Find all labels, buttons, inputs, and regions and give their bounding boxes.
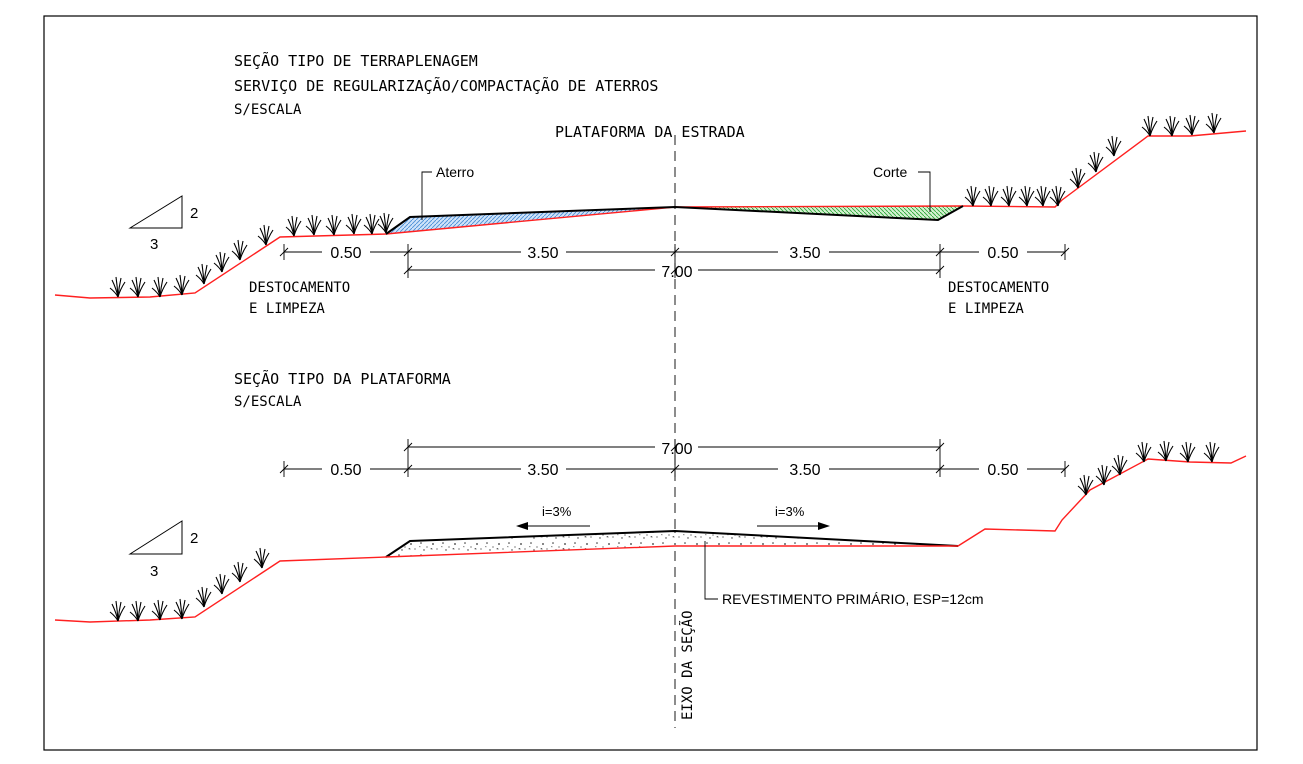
grass-tuft-icon [109,276,126,298]
section-1-title: SEÇÃO TIPO DE TERRAPLENAGEM [234,51,478,70]
grass-tuft-icon [1111,454,1128,476]
grass-tuft-icon [1069,167,1086,189]
drawing-frame [43,15,1258,751]
grass-tuft-icon [1135,441,1152,463]
fill-leader [421,171,432,220]
grass-tuft-icon [213,251,230,273]
crossfall-right-label: i=3% [775,504,805,519]
grass-tuft-icon [1095,464,1112,486]
grass-tuft-icon [1205,112,1222,134]
dim-1-left-lane: 3.50 [527,245,558,262]
grass-tuft-icon [1203,441,1220,463]
cut-leader [918,171,931,212]
ground-line-1 [54,130,1247,299]
grass-tuft-icon [1183,114,1200,136]
grass-tuft-icon [231,561,248,583]
grass-tuft-icon [1163,115,1180,137]
dim-1-total: 7.00 [661,264,692,281]
grass-tuft-icon [285,215,302,237]
platform-label: PLATAFORMA DA ESTRADA [555,123,745,141]
grass-tuft-icon [1000,185,1017,207]
section-1-terraplenagem: SEÇÃO TIPO DE TERRAPLENAGEM SERVIÇO DE R… [54,51,1247,317]
pavement-leader [704,541,718,600]
right-note-line1: DESTOCAMENTO [948,280,1049,296]
grass-tuft-icon [1034,185,1051,207]
grass-tuft-icon [195,586,212,608]
fill-label: Aterro [436,164,474,180]
dimension-row-1 [279,244,1070,278]
cut-area [675,206,963,220]
right-note-line2: E LIMPEZA [948,301,1024,317]
left-note-line1: DESTOCAMENTO [249,280,350,296]
dim-1-left-shoulder: 0.50 [330,245,361,262]
crossfall-right: i=3% [757,504,830,530]
grass-tuft-icon [151,599,168,621]
cut-label: Corte [873,164,907,180]
section-2-title: SEÇÃO TIPO DA PLATAFORMA [234,369,451,388]
grass-tuft-icon [195,263,212,285]
grass-tuft-icon [257,224,274,246]
dim-2-total: 7.00 [661,441,692,458]
grass-tuft-icon [305,214,322,236]
grass-tuft-icon [109,600,126,622]
grass-tuft-icon [1018,185,1035,207]
arrow-left-icon [516,522,528,530]
slope-vertical-1: 2 [190,205,198,222]
section-1-scale: S/ESCALA [234,102,302,118]
grass-tuft-icon [1087,151,1104,173]
grass-tuft-icon [129,600,146,622]
axis-label: EIXO DA SEÇÃO [679,610,696,720]
grass-tuft-icon [325,214,342,236]
grass-tuft-icon [1105,135,1122,157]
grass-tuft-icon [213,573,230,595]
crossfall-left: i=3% [516,504,590,530]
ground-line-2 [54,455,1247,623]
dimension-row-2 [279,439,1070,477]
grass-tuft-icon [1141,115,1158,137]
slope-horizontal-1: 3 [150,236,158,253]
grass-tuft-icon [363,213,380,235]
dim-1-right-lane: 3.50 [789,245,820,262]
dim-1-right-shoulder: 0.50 [987,245,1018,262]
slope-horizontal-2: 3 [150,563,158,580]
grass-tuft-icon [1049,185,1066,207]
grass-tuft-icon [173,598,190,620]
arrow-right-icon [818,522,830,530]
section-2-plataforma: SEÇÃO TIPO DA PLATAFORMA S/ESCALA 7. [54,369,1247,720]
grass-tuft-icon [1157,440,1174,462]
dim-2-right-shoulder: 0.50 [987,462,1018,479]
platform-line-1 [385,205,964,235]
section-1-subtitle: SERVIÇO DE REGULARIZAÇÃO/COMPACTAÇÃO DE … [234,76,658,95]
slope-vertical-2: 2 [190,530,198,547]
grass-tuft-icon [1179,441,1196,463]
vegetation-1 [109,112,1222,298]
crossfall-left-label: i=3% [542,504,572,519]
section-2-scale: S/ESCALA [234,394,302,410]
grass-tuft-icon [1077,474,1094,496]
grass-tuft-icon [173,274,190,296]
grass-tuft-icon [231,239,248,261]
vegetation-2 [109,440,1220,622]
left-note-line2: E LIMPEZA [249,301,325,317]
grass-tuft-icon [982,185,999,207]
grass-tuft-icon [151,276,168,298]
dim-2-left-shoulder: 0.50 [330,462,361,479]
grass-tuft-icon [964,185,981,207]
slope-triangle-1 [128,195,183,229]
grass-tuft-icon [345,213,362,235]
slope-triangle-2 [128,520,183,555]
dim-2-right-lane: 3.50 [789,462,820,479]
grass-tuft-icon [377,212,394,234]
dim-2-left-lane: 3.50 [527,462,558,479]
pavement-top-line [385,529,959,558]
pavement-label: REVESTIMENTO PRIMÁRIO, ESP=12cm [722,591,984,607]
grass-tuft-icon [253,547,270,569]
grass-tuft-icon [129,276,146,298]
